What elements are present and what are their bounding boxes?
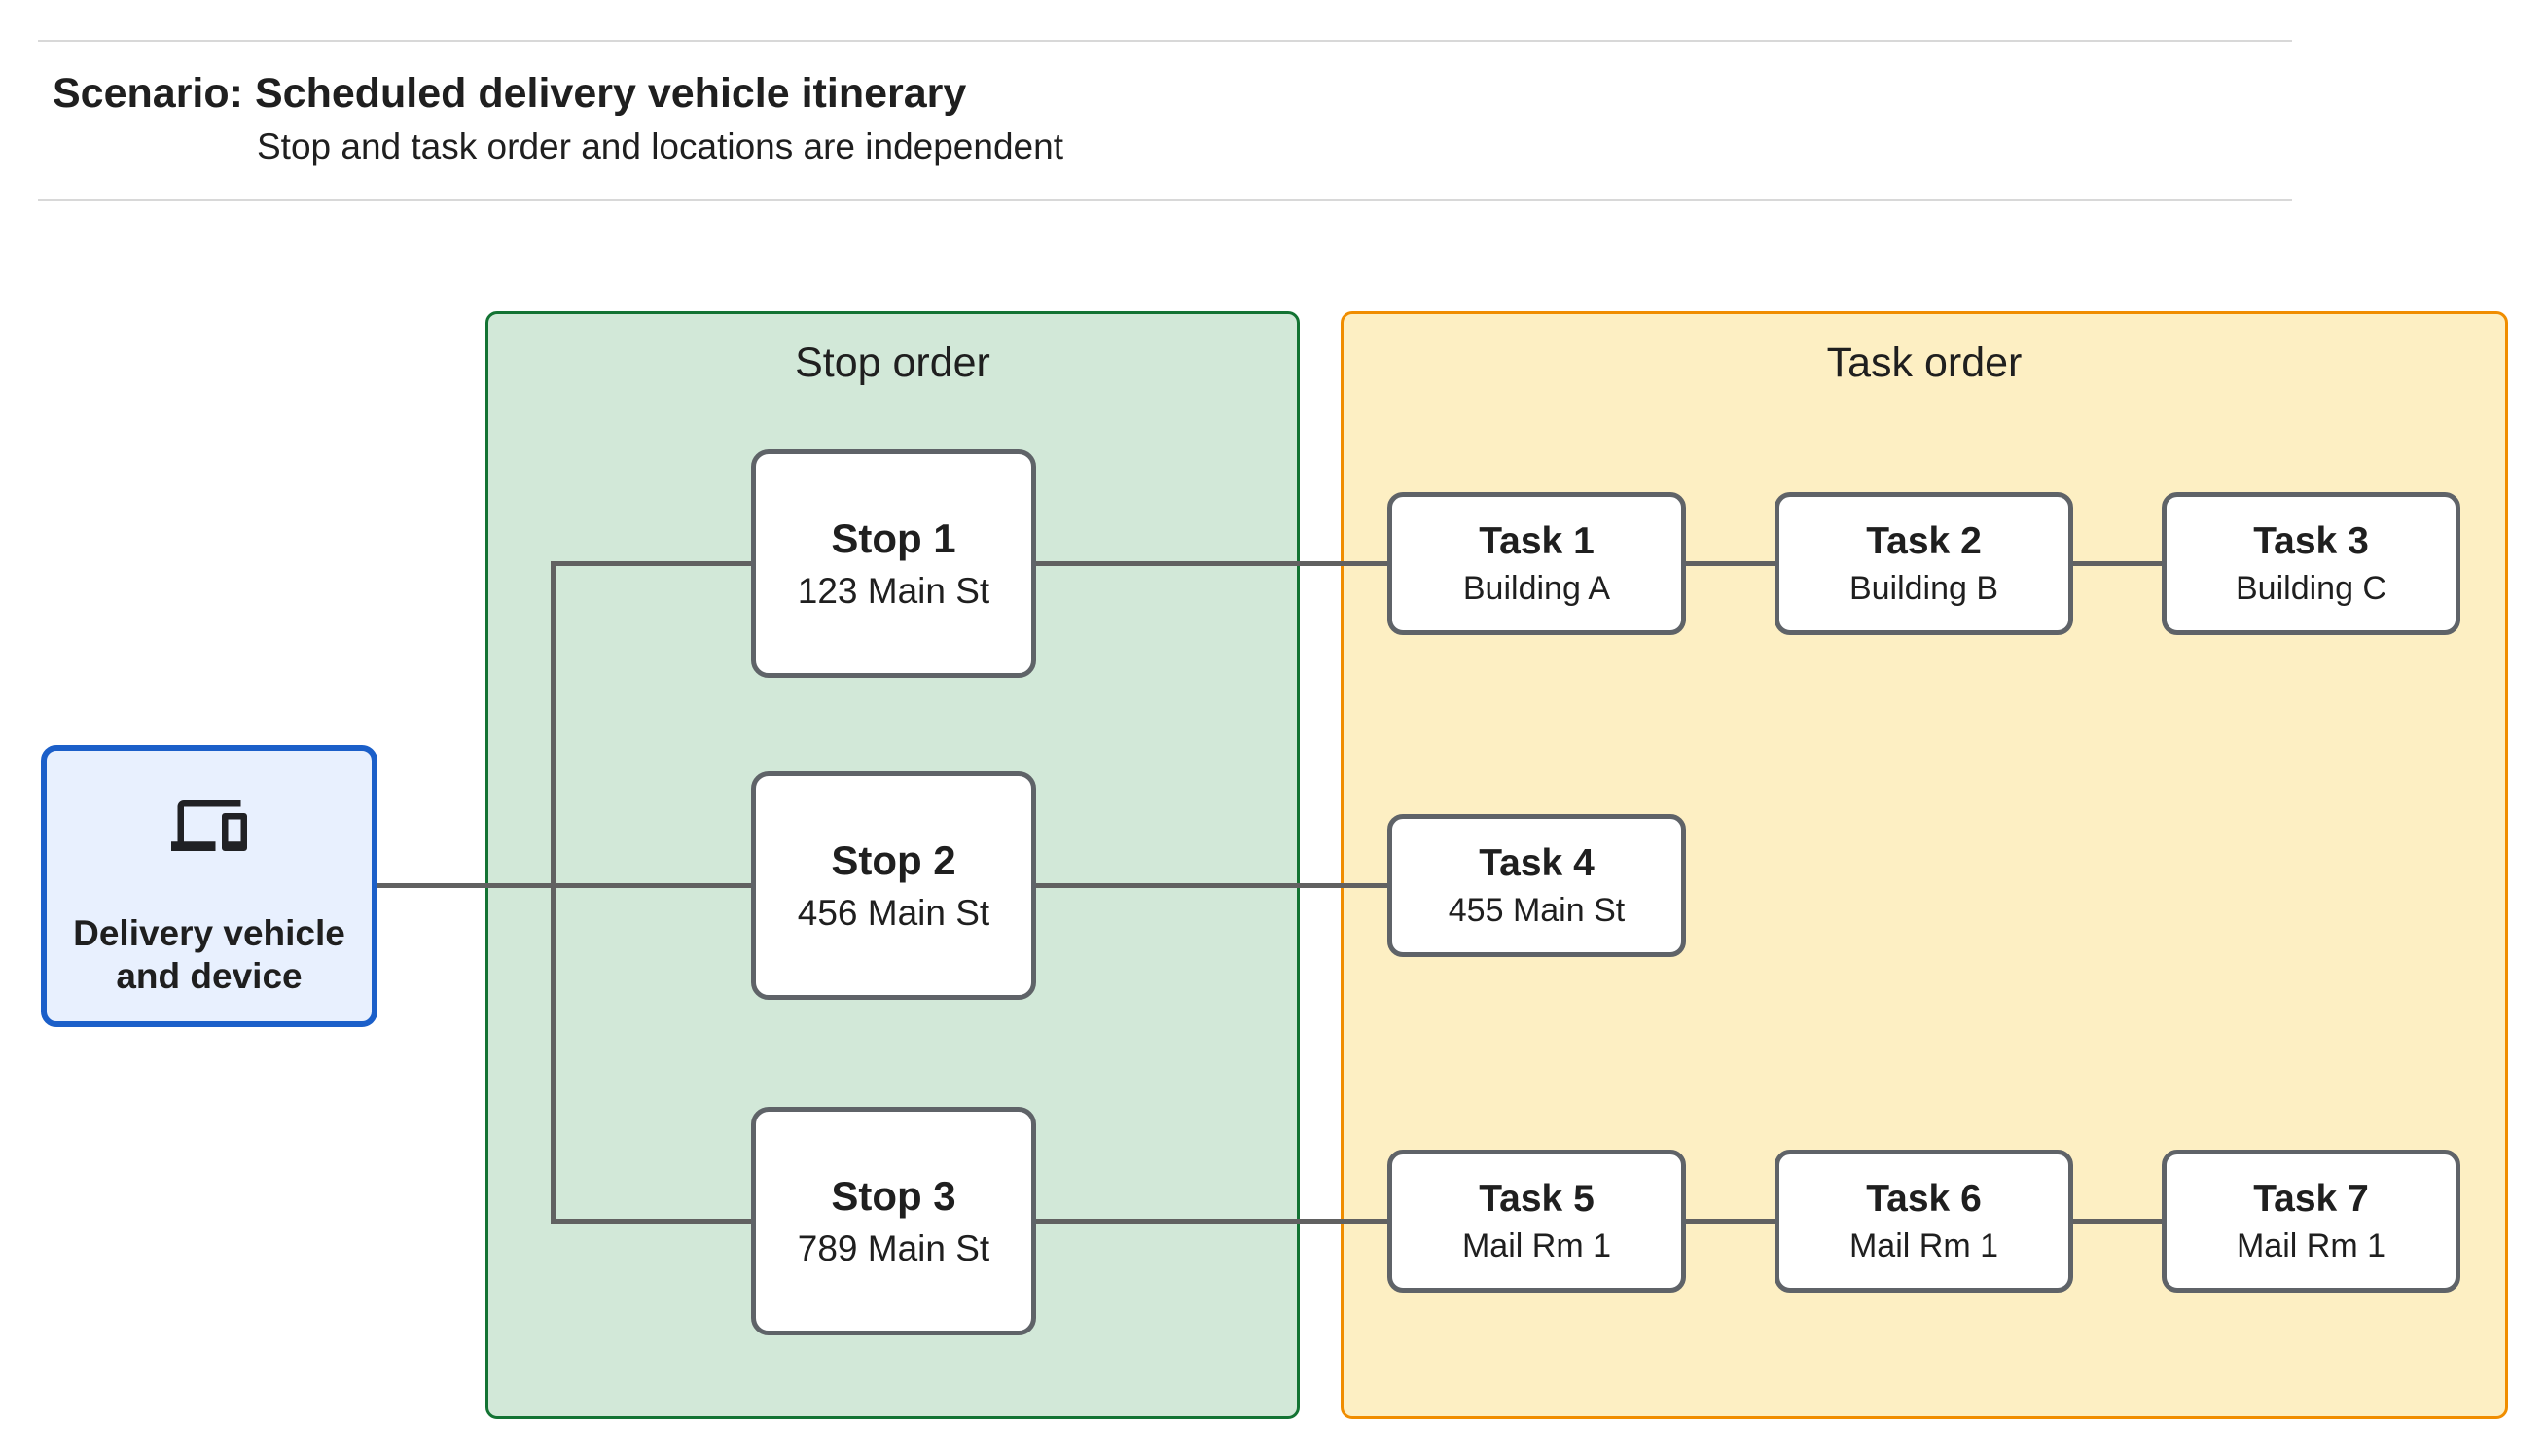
bottom-divider — [38, 199, 2292, 201]
task-node-6: Task 6 Mail Rm 1 — [1775, 1150, 2073, 1293]
task-location: Building B — [1848, 569, 1999, 607]
top-divider — [38, 40, 2292, 42]
edge-task2-to-task3 — [2073, 561, 2162, 566]
task-location: Mail Rm 1 — [2236, 1226, 2386, 1264]
stop-name: Stop 2 — [831, 837, 956, 883]
task-node-1: Task 1 Building A — [1387, 492, 1686, 635]
stop-order-title: Stop order — [795, 339, 990, 386]
task-name: Task 5 — [1479, 1177, 1595, 1220]
task-node-5: Task 5 Mail Rm 1 — [1387, 1150, 1686, 1293]
stop-node-2: Stop 2 456 Main St — [751, 771, 1036, 1000]
stop-location: 456 Main St — [797, 893, 990, 933]
task-name: Task 7 — [2253, 1177, 2369, 1220]
edge-task6-to-task7 — [2073, 1219, 2162, 1224]
edge-trunk-to-stop1 — [551, 561, 751, 566]
edge-stop2-to-task4 — [1036, 883, 1387, 888]
page-title: Scenario:Scheduled delivery vehicle itin… — [53, 70, 966, 118]
stop-node-3: Stop 3 789 Main St — [751, 1107, 1036, 1335]
task-location: 455 Main St — [1448, 891, 1626, 929]
task-node-3: Task 3 Building C — [2162, 492, 2460, 635]
delivery-vehicle-node: Delivery vehicle and device — [41, 745, 377, 1027]
edge-task1-to-task2 — [1686, 561, 1775, 566]
task-location: Building A — [1462, 569, 1611, 607]
stop-location: 789 Main St — [797, 1228, 990, 1268]
task-name: Task 4 — [1479, 841, 1595, 884]
edge-trunk-to-stop3 — [551, 1219, 751, 1224]
edge-stop1-to-task1 — [1036, 561, 1387, 566]
task-location: Mail Rm 1 — [1461, 1226, 1612, 1264]
task-name: Task 3 — [2253, 519, 2369, 562]
edge-stop3-to-task5 — [1036, 1219, 1387, 1224]
task-name: Task 6 — [1866, 1177, 1982, 1220]
edge-task5-to-task6 — [1686, 1219, 1775, 1224]
edge-trunk — [551, 561, 556, 1224]
task-node-7: Task 7 Mail Rm 1 — [2162, 1150, 2460, 1293]
task-location: Building C — [2236, 569, 2386, 607]
delivery-vehicle-label: Delivery vehicle and device — [73, 913, 345, 997]
devices-icon — [171, 788, 247, 864]
edge-source-to-stops — [377, 883, 751, 888]
task-name: Task 2 — [1866, 519, 1982, 562]
scenario-label: Scenario: — [53, 70, 243, 117]
task-order-title: Task order — [1826, 339, 2023, 386]
task-location: Mail Rm 1 — [1848, 1226, 1999, 1264]
scenario-title: Scheduled delivery vehicle itinerary — [254, 70, 967, 117]
task-name: Task 1 — [1479, 519, 1595, 562]
page-subtitle: Stop and task order and locations are in… — [257, 126, 1063, 166]
stop-node-1: Stop 1 123 Main St — [751, 449, 1036, 678]
stop-location: 123 Main St — [797, 571, 990, 611]
task-node-2: Task 2 Building B — [1775, 492, 2073, 635]
task-node-4: Task 4 455 Main St — [1387, 814, 1686, 957]
stop-name: Stop 1 — [831, 515, 956, 561]
stop-name: Stop 3 — [831, 1173, 956, 1219]
